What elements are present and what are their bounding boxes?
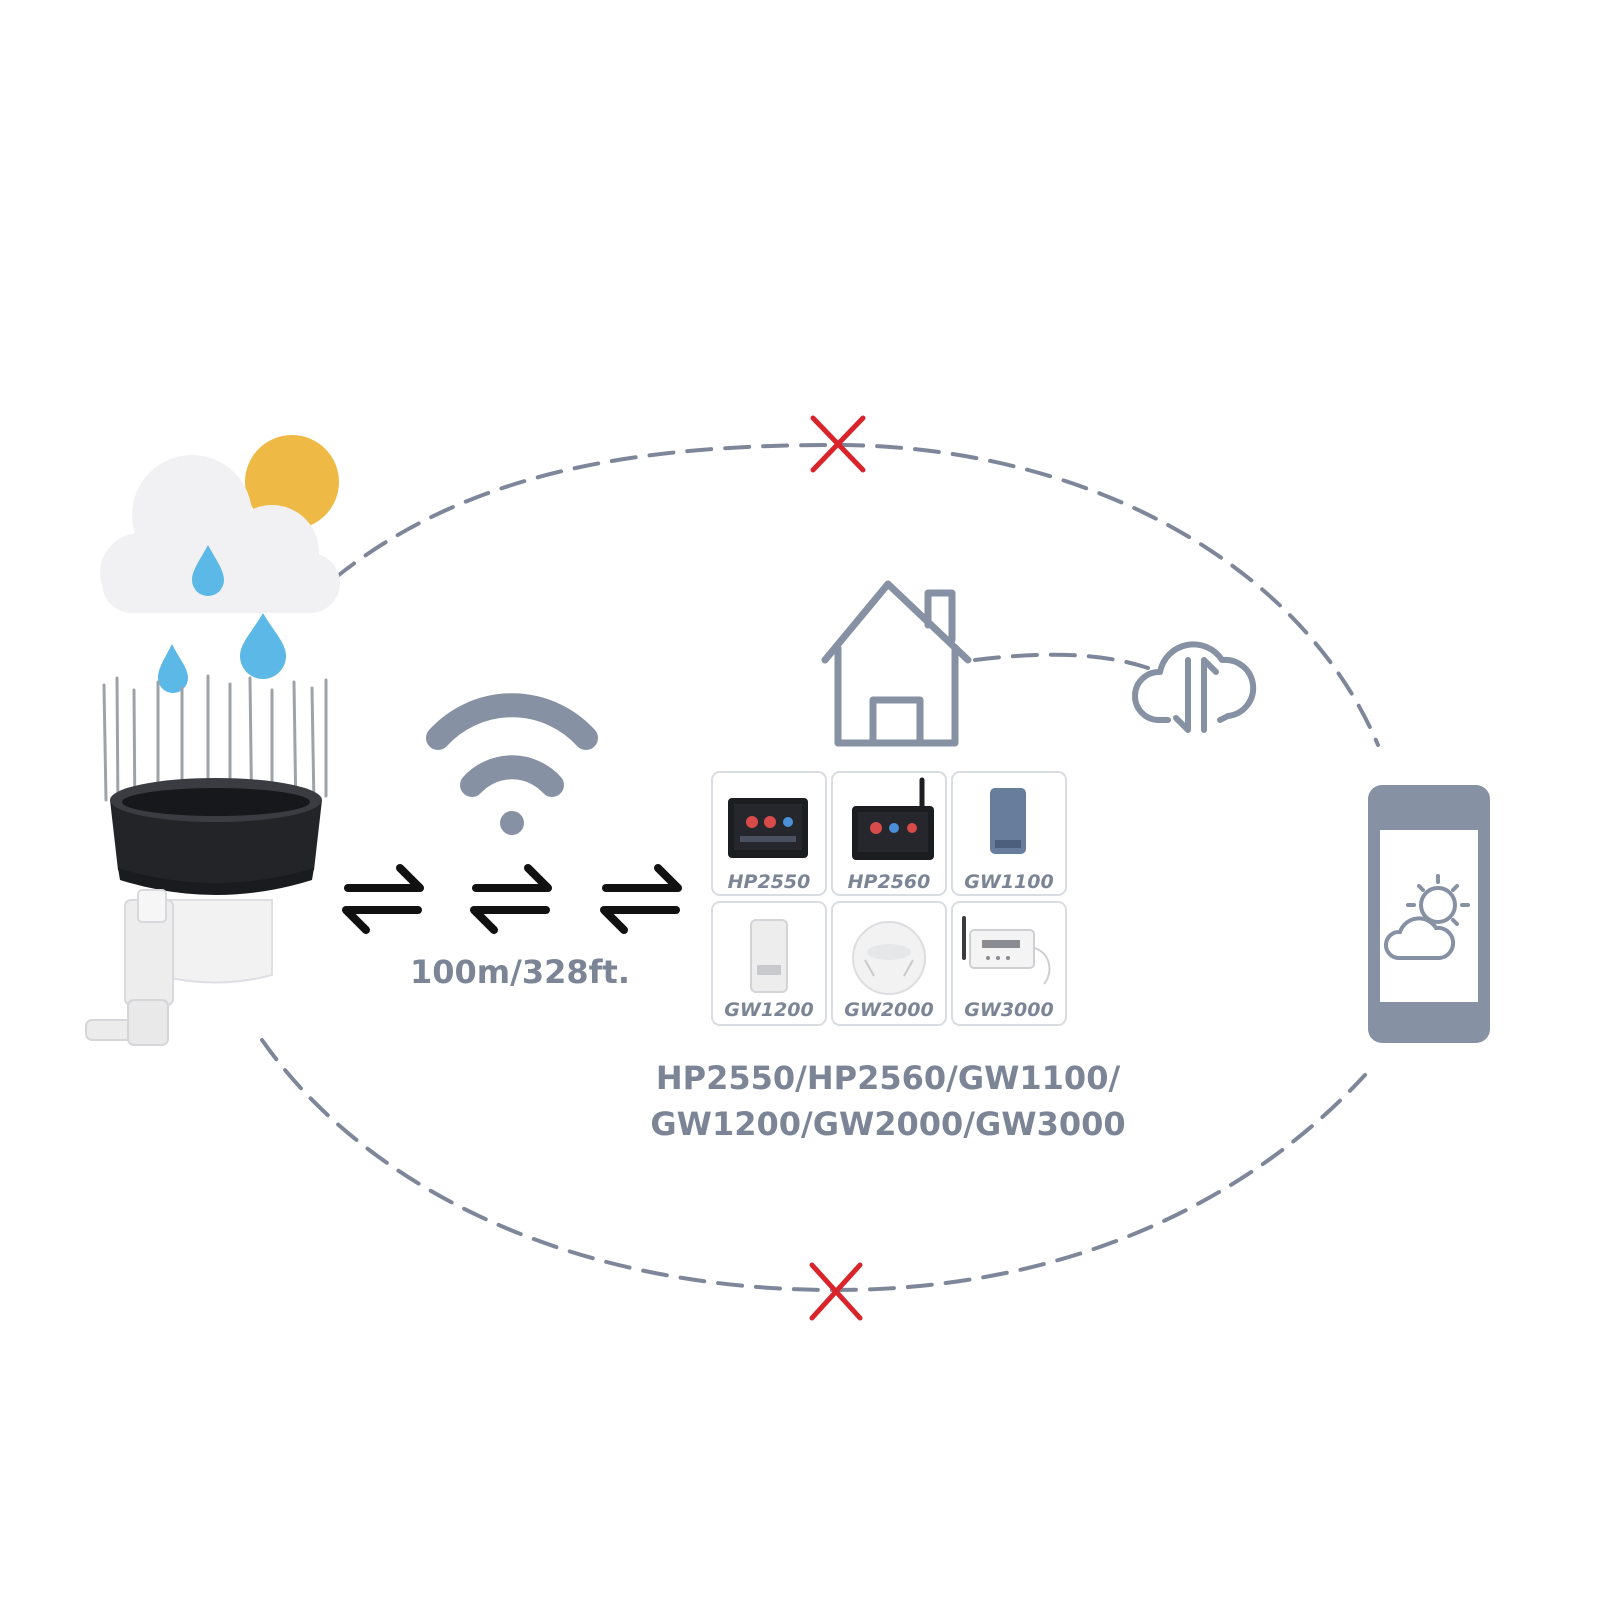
bidirectional-arrows-icon-2 xyxy=(470,864,552,934)
bidirectional-arrows-icon-3 xyxy=(600,864,682,934)
console-label: HP2550 xyxy=(728,871,811,893)
console-card: HP2560 xyxy=(831,771,947,896)
house-icon xyxy=(821,580,972,747)
cross-icon-bottom xyxy=(809,1262,863,1321)
console-card: GW3000 xyxy=(951,901,1067,1026)
console-label: GW2000 xyxy=(844,999,933,1021)
cloud-sync-icon xyxy=(1132,641,1257,733)
console-label: HP2560 xyxy=(848,871,931,893)
models-caption-line-1: HP2550/HP2560/GW1100/ xyxy=(656,1059,1121,1097)
dashed-link-top xyxy=(333,442,1380,747)
console-card: HP2550 xyxy=(711,771,827,896)
dashed-link-house-cloud xyxy=(973,652,1150,670)
wifi-icon xyxy=(426,693,598,835)
cross-icon-top xyxy=(810,415,866,473)
bidirectional-arrows-icon-1 xyxy=(342,864,424,934)
weather-app-icon xyxy=(1384,874,1470,960)
range-label: 100m/328ft. xyxy=(410,953,630,991)
console-card: GW2000 xyxy=(831,901,947,1026)
gateway-stick-white-icon xyxy=(750,919,788,993)
smartphone-icon xyxy=(1368,785,1490,1043)
gateway-box-icon xyxy=(962,916,1051,985)
rain-gauge-icon xyxy=(85,674,328,1046)
console-display-antenna-icon xyxy=(852,777,934,860)
gateway-round-icon xyxy=(852,921,926,995)
console-label: GW3000 xyxy=(964,999,1053,1021)
models-caption-line-2: GW1200/GW2000/GW3000 xyxy=(650,1105,1125,1143)
weather-cloud-sun-icon xyxy=(100,435,340,693)
console-label: GW1200 xyxy=(724,999,813,1021)
console-card: GW1200 xyxy=(711,901,827,1026)
console-card: GW1100 xyxy=(951,771,1067,896)
console-label: GW1100 xyxy=(964,871,1053,893)
console-display-icon xyxy=(728,798,808,858)
gateway-stick-icon xyxy=(990,788,1026,854)
console-grid: HP2550 HP2560 GW1100 xyxy=(711,771,1067,1026)
